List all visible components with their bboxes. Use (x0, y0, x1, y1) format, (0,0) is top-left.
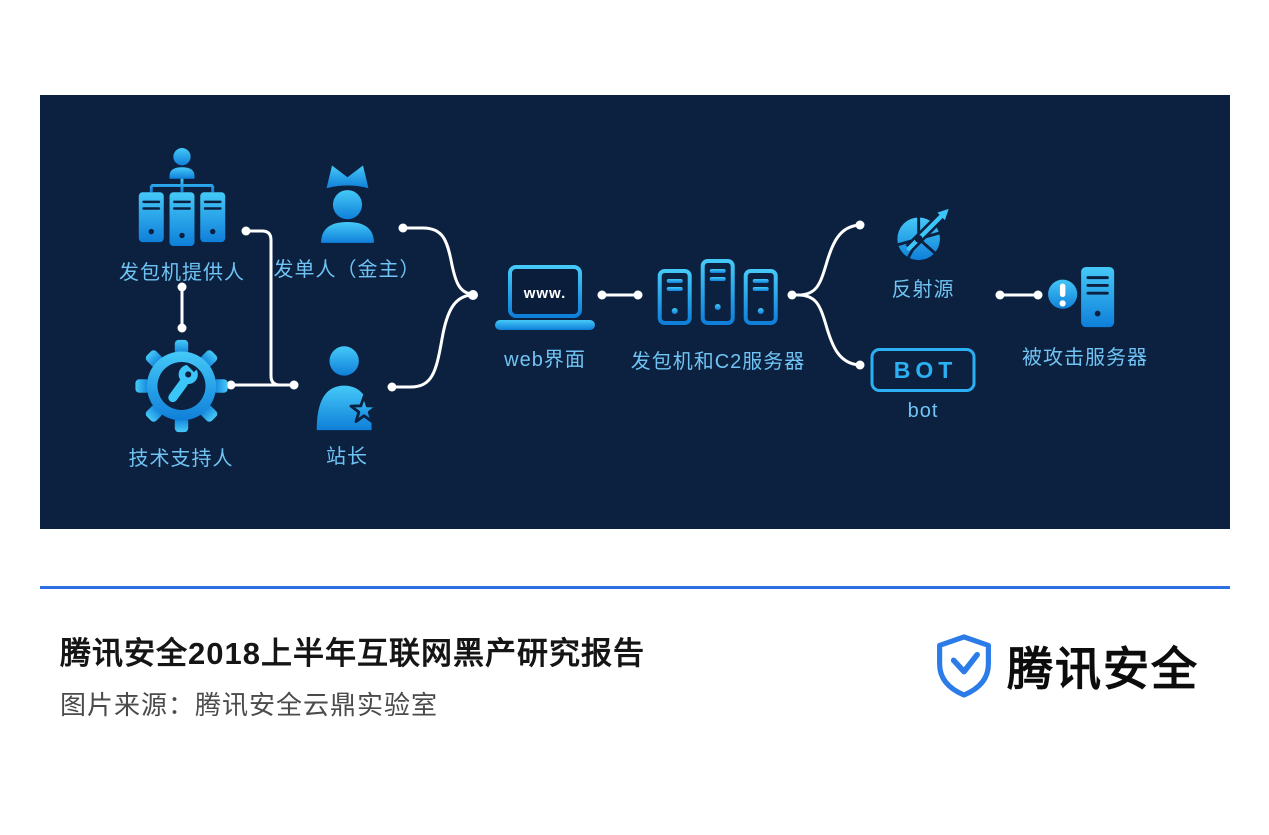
laptop-www-icon: www. (495, 265, 595, 330)
node-label-provider: 发包机提供人 (119, 262, 245, 284)
brand-logo: 腾讯安全 (934, 633, 1199, 699)
node-label-reflector: 反射源 (891, 279, 955, 301)
node-web-ui: www. web界面 (492, 265, 598, 372)
diagram-panel: 发包机提供人 发单人（金主） (40, 95, 1230, 529)
node-label-issuer: 发单人（金主） (273, 259, 421, 281)
report-title: 腾讯安全2018上半年互联网黑产研究报告 (60, 636, 645, 671)
server-rack-icon (657, 259, 778, 332)
node-label-web-ui: web界面 (504, 349, 586, 371)
shield-check-icon (937, 634, 991, 698)
connector-lines (177, 220, 1043, 392)
node-c2-servers: 发包机和C2服务器 (631, 257, 806, 374)
gear-wrench-icon (134, 339, 228, 433)
org-servers-icon (138, 148, 226, 246)
node-label-c2: 发包机和C2服务器 (630, 351, 806, 373)
image-source: 图片来源：腾讯安全云鼎实验室 (60, 690, 439, 720)
reflection-chart-arrow-icon (896, 208, 949, 261)
node-reflector: 反射源 (892, 203, 955, 302)
node-label-victim: 被攻击服务器 (1022, 347, 1148, 369)
node-issuer: 发单人（金主） (274, 157, 421, 282)
node-bot: BOT bot (870, 348, 976, 423)
crown-user-icon (320, 165, 374, 243)
node-provider: 发包机提供人 (119, 147, 245, 285)
node-label-support: 技术支持人 (128, 448, 234, 470)
bot-box-icon: BOT (870, 348, 976, 392)
laptop-screen-text: www. (523, 285, 567, 302)
alert-server-icon (1045, 266, 1115, 328)
node-label-bot: bot (907, 400, 939, 422)
brand-name: 腾讯安全 (1007, 643, 1199, 695)
node-label-webmaster: 站长 (326, 446, 368, 468)
node-victim: 被攻击服务器 (1022, 265, 1148, 370)
node-support: 技术支持人 (129, 338, 234, 471)
divider (40, 586, 1230, 589)
user-star-icon (316, 346, 379, 431)
node-webmaster: 站长 (309, 342, 385, 469)
